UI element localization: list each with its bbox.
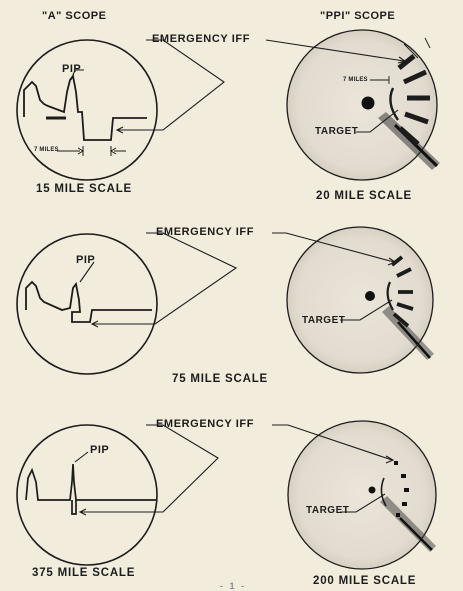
- a-scope-circle-1: [16, 39, 158, 181]
- target-label-2: TARGET: [302, 315, 346, 326]
- a-scope-trace-1: [23, 73, 147, 141]
- pip-label-3: PIP: [90, 444, 110, 456]
- ppi-iff-arc-1: [389, 87, 399, 121]
- a-scope-circle-3: [16, 424, 158, 566]
- ppi-iff-dots-3: [394, 461, 409, 517]
- target-label-1: TARGET: [315, 126, 359, 137]
- ppi-scale-label-3: 200 MILE SCALE: [313, 575, 417, 587]
- emergency-iff-label-2: EMERGENCY IFF: [156, 226, 255, 238]
- target-leader-2: [340, 299, 393, 321]
- ppi-target-blip-1: [361, 96, 375, 110]
- a-scope-trace-2: [25, 280, 152, 323]
- iff-pointer-a-2: [92, 232, 238, 325]
- target-label-3: TARGET: [306, 505, 350, 516]
- a-scale-label-1: 15 MILE SCALE: [36, 183, 133, 195]
- iff-pointer-a-1: [118, 39, 225, 131]
- pip-leader-1: [70, 69, 84, 81]
- emergency-iff-label-1: EMERGENCY IFF: [152, 33, 251, 45]
- iff-leader-ppi-3: [272, 424, 393, 461]
- pip-label-1: PIP: [62, 63, 82, 75]
- seven-miles-label-a: 7 MILES: [34, 147, 59, 153]
- pip-label-2: PIP: [76, 254, 96, 266]
- a-scope-trace-3: [25, 463, 156, 501]
- ppi-scale-label-1: 20 MILE SCALE: [316, 190, 413, 202]
- ppi-target-blip-2: [365, 291, 375, 301]
- ppi-scope-circle-3: [287, 420, 437, 570]
- seven-miles-label-ppi: 7 MILES: [343, 77, 368, 83]
- ppi-scope-header: "PPI" SCOPE: [320, 10, 396, 22]
- ppi-target-blip-3: [368, 486, 376, 494]
- ppi-iff-dashes-1: [397, 54, 430, 146]
- ppi-iff-arc-3: [380, 477, 387, 507]
- emergency-iff-label-3: EMERGENCY IFF: [156, 418, 255, 430]
- page-mark: - 1 -: [220, 581, 247, 591]
- iff-leader-ppi-2: [272, 232, 395, 263]
- ppi-streak-3: [380, 496, 436, 552]
- center-scale-label-2: 75 MILE SCALE: [172, 373, 269, 385]
- pip-leader-2: [79, 261, 95, 283]
- iff-pointer-a-3: [80, 424, 219, 513]
- a-scale-label-3: 375 MILE SCALE: [32, 567, 136, 579]
- a-scope-circle-2: [16, 233, 158, 375]
- a-scope-header: "A" SCOPE: [42, 10, 107, 22]
- pip-leader-3: [74, 451, 89, 463]
- target-leader-1: [356, 109, 399, 133]
- iff-leader-ppi-1: [265, 39, 405, 62]
- seven-miles-dim-1: [57, 146, 126, 156]
- ppi-scope-circle-2: [286, 226, 434, 374]
- ppi-iff-arc-2: [386, 281, 394, 311]
- ppi-iff-dashes-2: [390, 255, 414, 328]
- target-leader-3: [340, 493, 386, 513]
- a-scope-notch-3: [71, 500, 77, 515]
